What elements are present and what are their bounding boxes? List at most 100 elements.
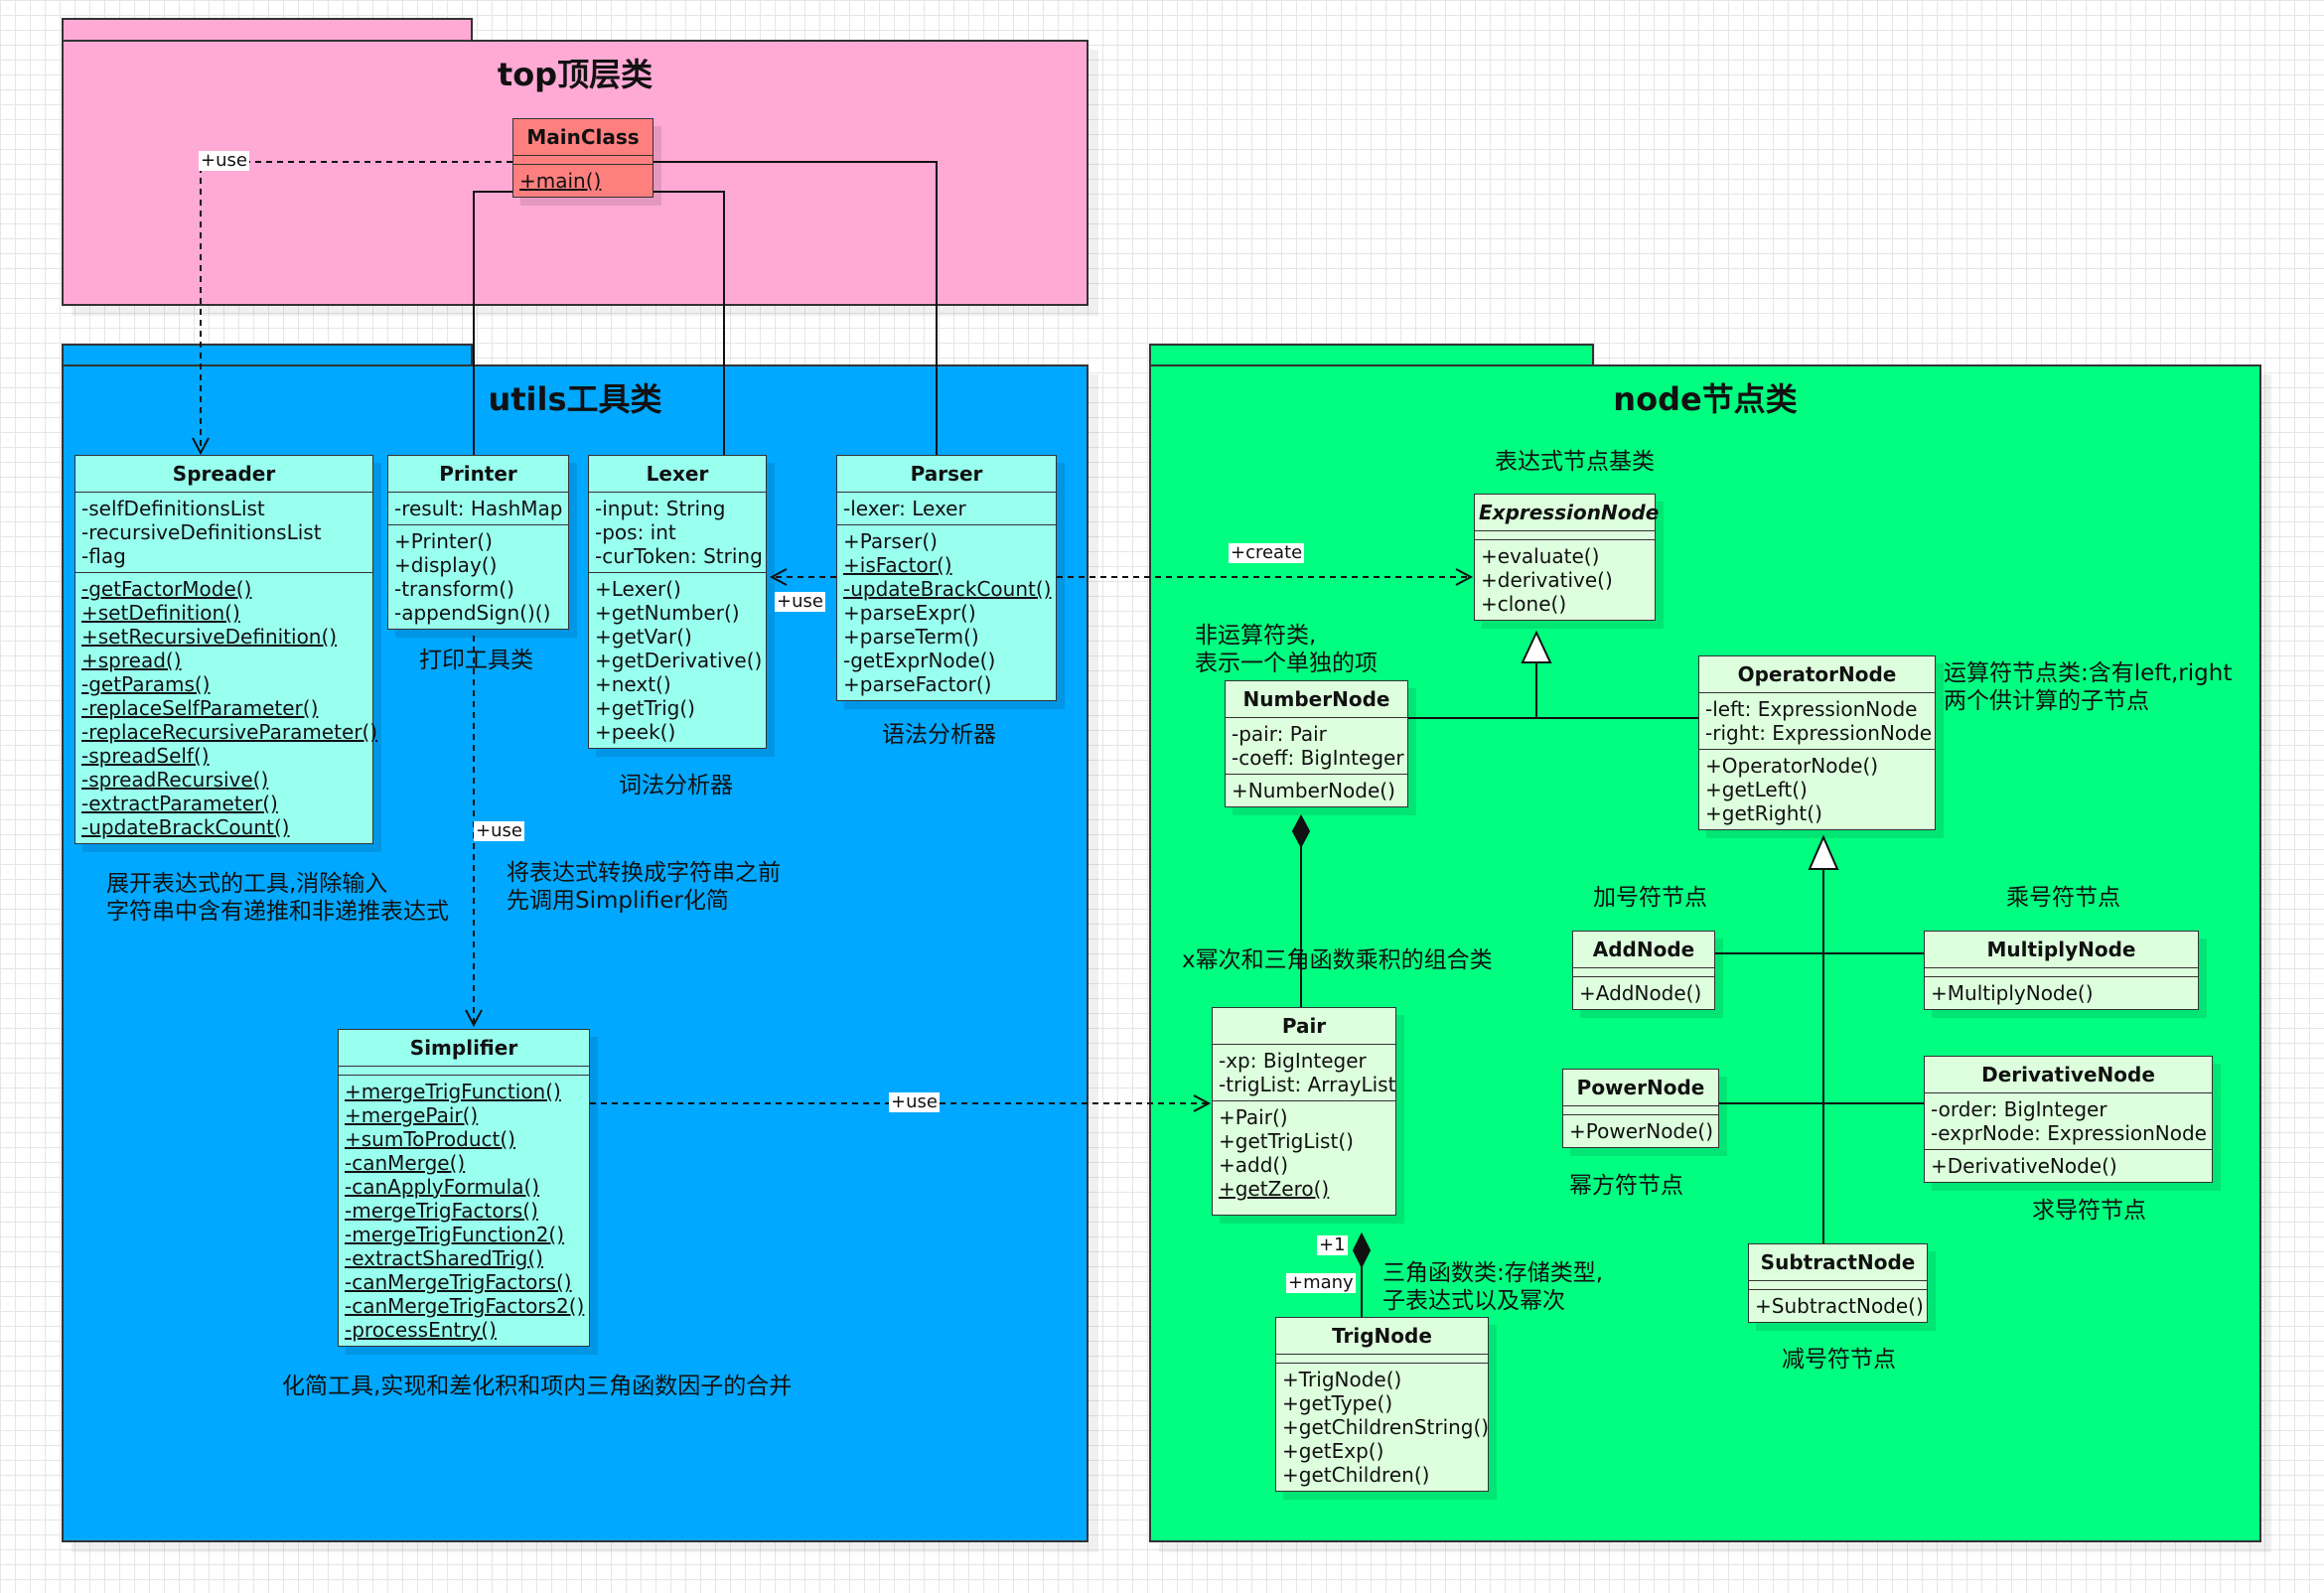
- method: -canMergeTrigFactors2(): [345, 1294, 585, 1318]
- method: -spreadSelf(): [81, 744, 210, 768]
- method: +MultiplyNode(): [1931, 981, 2094, 1005]
- method: +mergeTrigFunction(): [345, 1080, 561, 1103]
- method: +getDerivative(): [595, 649, 763, 672]
- class-simplifier[interactable]: Simplifier +mergeTrigFunction() +mergePa…: [338, 1029, 590, 1347]
- class-operatornode[interactable]: OperatorNode -left: ExpressionNode -righ…: [1698, 655, 1936, 830]
- methods-section: +evaluate() +derivative() +clone(): [1475, 540, 1655, 620]
- note-line: 表示一个单独的项: [1195, 651, 1378, 676]
- main-lexer-line: [654, 191, 725, 455]
- note-subtractnode: 减号符节点: [1782, 1347, 1896, 1373]
- note-line: 两个供计算的子节点: [1944, 688, 2149, 714]
- composition-diamond-number: [1291, 813, 1311, 849]
- attributes-section: [1925, 968, 2198, 977]
- method: -updateBrackCount(): [843, 577, 1052, 601]
- method: -replaceSelfParameter(): [81, 696, 319, 720]
- methods-section: +MultiplyNode(): [1925, 977, 2198, 1009]
- method: +clone(): [1481, 592, 1567, 616]
- note-operatornode: 运算符节点类:含有left,right 两个供计算的子节点: [1944, 659, 2232, 715]
- arrow-expression: [1455, 568, 1474, 586]
- class-name: AddNode: [1573, 932, 1714, 968]
- method: +PowerNode(): [1569, 1119, 1714, 1143]
- class-numbernode[interactable]: NumberNode -pair: Pair -coeff: BigIntege…: [1225, 680, 1408, 807]
- note-trignode: 三角函数类:存储类型, 子表达式以及幂次: [1382, 1259, 1603, 1315]
- note-powernode: 幂方符节点: [1569, 1173, 1683, 1199]
- class-derivativenode[interactable]: DerivativeNode -order: BigInteger -exprN…: [1924, 1056, 2213, 1183]
- class-lexer[interactable]: Lexer -input: String -pos: int -curToken…: [588, 455, 767, 749]
- method: -canApplyFormula(): [345, 1175, 540, 1199]
- attribute: -selfDefinitionsList: [81, 497, 265, 520]
- method: -canMerge(): [345, 1151, 466, 1175]
- attribute: -order: BigInteger: [1931, 1097, 2107, 1121]
- method: +OperatorNode(): [1705, 754, 1879, 778]
- arrow-lexer: [769, 568, 788, 586]
- attribute: -pair: Pair: [1232, 722, 1327, 746]
- attributes-section: -xp: BigInteger -trigList: ArrayList: [1213, 1045, 1395, 1101]
- node-package-title: node节点类: [1613, 380, 1798, 418]
- class-powernode[interactable]: PowerNode +PowerNode(): [1562, 1069, 1719, 1148]
- class-name: PowerNode: [1563, 1070, 1718, 1106]
- class-name: Parser: [837, 456, 1056, 493]
- methods-section: +main(): [513, 165, 653, 197]
- class-multiplynode[interactable]: MultiplyNode +MultiplyNode(): [1924, 931, 2199, 1010]
- attributes-section: -result: HashMap: [388, 493, 568, 525]
- attribute: -coeff: BigInteger: [1232, 746, 1404, 770]
- method: +peek(): [595, 720, 676, 744]
- method: +Pair(): [1219, 1105, 1288, 1129]
- method: +getChildren(): [1282, 1463, 1430, 1487]
- method: +parseFactor(): [843, 672, 992, 696]
- class-expressionnode[interactable]: ExpressionNode +evaluate() +derivative()…: [1474, 494, 1659, 621]
- attributes-section: [1276, 1355, 1488, 1364]
- note-line: 三角函数类:存储类型,: [1382, 1260, 1604, 1286]
- method: +isFactor(): [843, 553, 952, 577]
- note-line: 字符串中含有递推和非递推表达式: [106, 899, 449, 925]
- arrow-spreader: [192, 437, 210, 456]
- method: +getNumber(): [595, 601, 740, 625]
- method: +parseTerm(): [843, 625, 979, 649]
- note-addnode: 加号符节点: [1593, 885, 1707, 911]
- generalization-arrow-operator: [1808, 834, 1839, 870]
- relation-label-create: +create: [1229, 542, 1305, 563]
- method: -extractSharedTrig(): [345, 1246, 543, 1270]
- attributes-section: [1749, 1281, 1927, 1290]
- attributes-section: [1475, 531, 1655, 540]
- class-pair[interactable]: Pair -xp: BigInteger -trigList: ArrayLis…: [1212, 1007, 1396, 1216]
- attributes-section: -input: String -pos: int -curToken: Stri…: [589, 493, 766, 573]
- method: +getType(): [1282, 1391, 1393, 1415]
- note-line: 展开表达式的工具,消除输入: [106, 871, 388, 897]
- class-name: MainClass: [513, 119, 653, 156]
- main-printer-line: [473, 191, 512, 455]
- class-addnode[interactable]: AddNode +AddNode(): [1572, 931, 1715, 1010]
- method: +parseExpr(): [843, 601, 976, 625]
- attribute: -lexer: Lexer: [843, 497, 966, 520]
- method: +display(): [394, 553, 498, 577]
- attributes-section: -left: ExpressionNode -right: Expression…: [1699, 693, 1935, 750]
- class-spreader[interactable]: Spreader -selfDefinitionsList -recursive…: [74, 455, 377, 844]
- method: +next(): [595, 672, 671, 696]
- method: +evaluate(): [1481, 544, 1600, 568]
- attribute: -trigList: ArrayList: [1219, 1073, 1396, 1096]
- method: -getParams(): [81, 672, 211, 696]
- class-mainclass[interactable]: MainClass +main(): [512, 118, 654, 198]
- method: -getFactorMode(): [81, 577, 252, 601]
- method: +DerivativeNode(): [1931, 1154, 2117, 1178]
- class-printer[interactable]: Printer -result: HashMap +Printer() +dis…: [387, 455, 569, 630]
- utils-package-title: utils工具类: [488, 380, 662, 418]
- class-parser[interactable]: Parser -lexer: Lexer +Parser() +isFactor…: [836, 455, 1057, 701]
- class-name: OperatorNode: [1699, 656, 1935, 693]
- generalization-arrow-expression: [1521, 630, 1552, 663]
- relation-label-parser-use: +use: [775, 591, 825, 612]
- class-trignode[interactable]: TrigNode +TrigNode() +getType() +getChil…: [1275, 1317, 1489, 1492]
- note-line: 先调用Simplifier化简: [507, 888, 729, 914]
- method: +main(): [519, 169, 602, 193]
- method: +getChildrenString(): [1282, 1415, 1490, 1439]
- class-name: Printer: [388, 456, 568, 493]
- attributes-section: [1573, 968, 1714, 977]
- note-lexer: 词法分析器: [619, 773, 733, 798]
- method: +spread(): [81, 649, 182, 672]
- class-subtractnode[interactable]: SubtractNode +SubtractNode(): [1748, 1243, 1928, 1323]
- method: -getExprNode(): [843, 649, 996, 672]
- methods-section: +Printer() +display() -transform() -appe…: [388, 525, 568, 629]
- methods-section: +Parser() +isFactor() -updateBrackCount(…: [837, 525, 1056, 700]
- method: -canMergeTrigFactors(): [345, 1270, 572, 1294]
- method: +getExp(): [1282, 1439, 1384, 1463]
